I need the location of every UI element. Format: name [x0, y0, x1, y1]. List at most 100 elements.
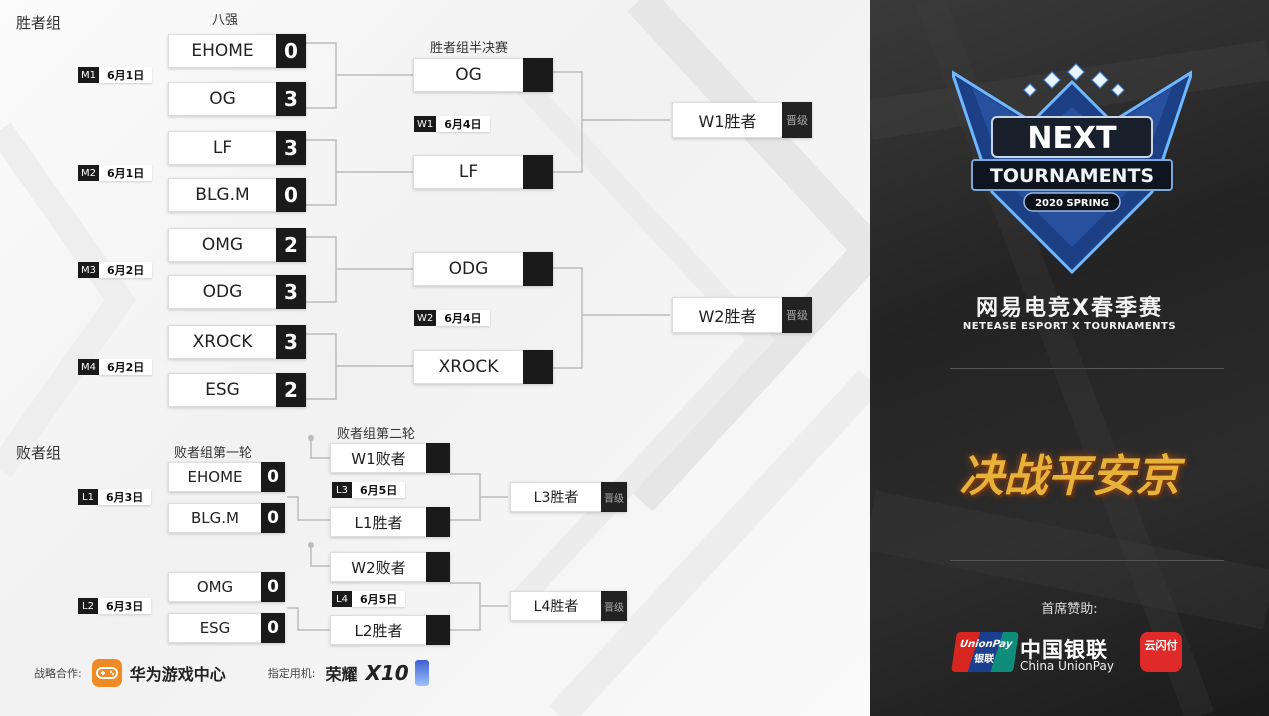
l4-winner-slot[interactable]: L4胜者 晋级 — [510, 591, 627, 621]
team-slot[interactable]: OMG 2 — [168, 228, 306, 262]
winner-name: L4胜者 — [510, 591, 601, 621]
device-model: X10 — [365, 661, 409, 685]
team-score: 0 — [261, 462, 285, 492]
winner-name: W1胜者 — [672, 102, 782, 138]
winner-name: L3胜者 — [510, 482, 601, 512]
sponsor-label: 首席赞助: — [1041, 602, 1098, 617]
team-score: 0 — [261, 613, 285, 643]
team-slot[interactable]: LF 3 — [168, 131, 306, 165]
team-score: 0 — [276, 178, 306, 212]
match-tag: L4 6月5日 — [332, 590, 406, 608]
divider-bottom — [950, 560, 1224, 561]
team-name: L1胜者 — [330, 507, 426, 537]
team-name: OG — [413, 58, 523, 92]
svg-text:TOURNAMENTS: TOURNAMENTS — [990, 165, 1154, 187]
team-name: OMG — [168, 572, 261, 602]
team-score — [523, 350, 553, 384]
team-slot[interactable]: L2胜者 — [330, 615, 450, 645]
team-name: EHOME — [168, 34, 276, 68]
team-slot[interactable]: ODG 3 — [168, 275, 306, 309]
phone-icon — [414, 660, 429, 686]
team-score — [523, 58, 553, 92]
next-tournaments-logo: NEXT TOURNAMENTS 2020 SPRING — [952, 63, 1192, 275]
bracket-panel: 胜者组 八强 胜者组半决赛 EHOME 0 OG 3 M1 6月1日 LF 3 … — [0, 0, 870, 716]
match-date: 6月4日 — [436, 116, 490, 132]
event-title-cn: 网易电竞X春季赛 — [976, 296, 1163, 321]
team-slot[interactable]: XROCK 3 — [168, 325, 306, 359]
team-score: 2 — [276, 373, 306, 407]
team-name: OMG — [168, 228, 276, 262]
match-date: 6月1日 — [99, 165, 153, 181]
match-tag: L1 6月3日 — [78, 488, 152, 506]
advance-tag: 晋级 — [782, 297, 812, 333]
team-score — [426, 552, 450, 582]
w1-winner-slot[interactable]: W1胜者 晋级 — [672, 102, 812, 138]
partner-name: 华为游戏中心 — [129, 665, 226, 684]
game-logo: 决战平安京 — [959, 451, 1180, 502]
advance-tag: 晋级 — [782, 102, 812, 138]
unionpay-logo: UnionPay 银联 — [951, 632, 1019, 672]
team-slot[interactable]: OG — [413, 58, 553, 92]
match-id: L2 — [78, 598, 98, 614]
team-slot[interactable]: ESG 2 — [168, 373, 306, 407]
team-score: 3 — [276, 275, 306, 309]
team-slot[interactable]: LF — [413, 155, 553, 189]
team-score — [523, 252, 553, 286]
team-score: 3 — [276, 325, 306, 359]
match-date: 6月3日 — [98, 489, 152, 505]
team-slot[interactable]: W2败者 — [330, 552, 450, 582]
team-score: 3 — [276, 82, 306, 116]
gamepad-icon — [91, 659, 122, 687]
match-id: M1 — [78, 67, 99, 83]
team-slot[interactable]: XROCK — [413, 350, 553, 384]
team-name: LF — [413, 155, 523, 189]
team-slot[interactable]: W1败者 — [330, 443, 450, 473]
cloudpay-badge: 云闪付 — [1144, 639, 1178, 652]
team-name: OG — [168, 82, 276, 116]
team-slot[interactable]: EHOME 0 — [168, 34, 306, 68]
team-name: XROCK — [413, 350, 523, 384]
match-id: L3 — [332, 482, 352, 498]
team-slot[interactable]: BLG.M 0 — [168, 503, 285, 533]
cloudpay-logo: 云闪付 — [1140, 632, 1182, 672]
team-score — [426, 507, 450, 537]
team-name: L2胜者 — [330, 615, 426, 645]
team-name: W2败者 — [330, 552, 426, 582]
team-slot[interactable]: EHOME 0 — [168, 462, 285, 492]
team-slot[interactable]: OMG 0 — [168, 572, 285, 602]
match-id: M4 — [78, 359, 99, 375]
match-tag: L3 6月5日 — [332, 481, 406, 499]
svg-text:NEXT: NEXT — [1027, 121, 1117, 156]
team-name: ODG — [168, 275, 276, 309]
match-id: L1 — [78, 489, 98, 505]
advance-tag: 晋级 — [601, 591, 627, 621]
team-name: BLG.M — [168, 178, 276, 212]
match-date: 6月5日 — [352, 482, 406, 498]
team-score: 0 — [261, 572, 285, 602]
divider-top — [950, 368, 1224, 369]
team-score: 3 — [276, 131, 306, 165]
team-score — [426, 443, 450, 473]
match-id: W2 — [414, 310, 437, 326]
device-label: 指定用机: — [267, 667, 316, 680]
background-decoration — [0, 0, 870, 716]
team-slot[interactable]: BLG.M 0 — [168, 178, 306, 212]
team-slot[interactable]: ODG — [413, 252, 553, 286]
match-tag: M3 6月2日 — [78, 261, 153, 279]
losers-round2-title: 败者组第二轮 — [337, 427, 416, 442]
team-name: BLG.M — [168, 503, 261, 533]
team-name: W1败者 — [330, 443, 426, 473]
team-slot[interactable]: OG 3 — [168, 82, 306, 116]
match-id: L4 — [332, 591, 352, 607]
footer-sponsors: 战略合作: 华为游戏中心 指定用机: 荣耀 X10 — [34, 656, 429, 690]
team-slot[interactable]: L1胜者 — [330, 507, 450, 537]
match-id: M3 — [78, 262, 99, 278]
team-name: XROCK — [168, 325, 276, 359]
l3-winner-slot[interactable]: L3胜者 晋级 — [510, 482, 627, 512]
team-score — [523, 155, 553, 189]
w2-winner-slot[interactable]: W2胜者 晋级 — [672, 297, 812, 333]
match-date: 6月2日 — [99, 359, 153, 375]
match-id: M2 — [78, 165, 99, 181]
team-slot[interactable]: ESG 0 — [168, 613, 285, 643]
bracket-connectors — [287, 42, 670, 631]
